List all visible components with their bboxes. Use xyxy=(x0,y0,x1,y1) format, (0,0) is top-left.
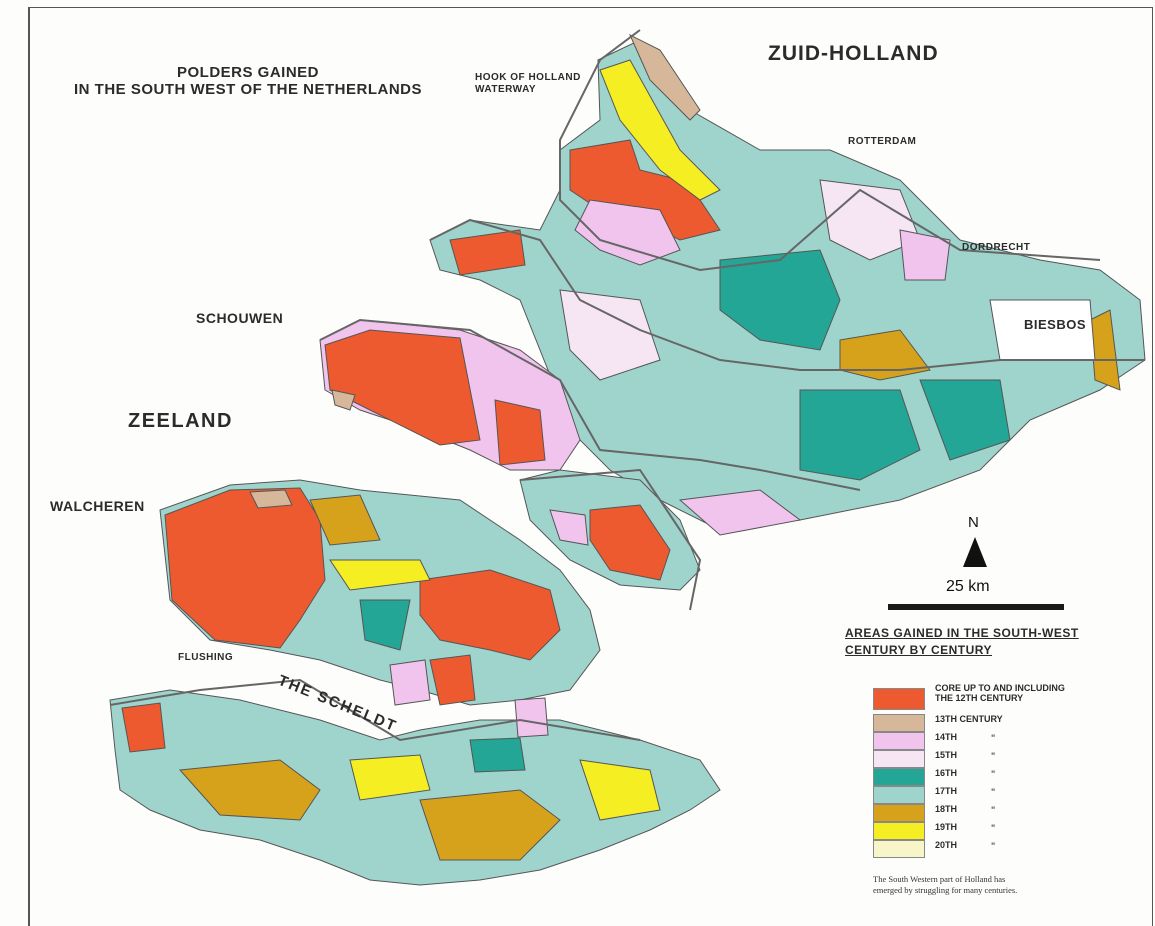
polder-zh-16c xyxy=(919,379,1011,461)
map-title: POLDERS GAINED IN THE SOUTH WEST OF THE … xyxy=(74,64,422,99)
legend-swatch xyxy=(873,822,925,840)
polder-zh-14b xyxy=(899,229,951,281)
polder-zv-14 xyxy=(514,697,549,738)
legend-ditto-mark: " xyxy=(991,841,996,851)
polder-zv-18a xyxy=(178,759,321,821)
place-label-rotterdam: ROTTERDAM xyxy=(848,136,917,147)
legend-ditto-mark: " xyxy=(991,733,996,743)
scale-bar-label: 25 km xyxy=(946,578,990,595)
region-noord-beveland xyxy=(519,469,701,591)
region-zeeuws-vlaanderen xyxy=(109,689,721,886)
polder-walcheren-13 xyxy=(249,489,293,509)
legend-swatch xyxy=(873,688,925,710)
dike-line-4 xyxy=(519,468,702,611)
region-schouwen xyxy=(319,319,581,471)
polder-zh-16 xyxy=(719,249,841,351)
region-walcheren xyxy=(159,479,601,706)
polder-zb-core xyxy=(419,569,561,661)
legend-ditto-mark: " xyxy=(991,751,996,761)
polder-zh-15b xyxy=(559,289,661,381)
legend-item: 19TH " xyxy=(873,822,1073,840)
dike-line-5 xyxy=(109,678,641,742)
legend-label: 17TH xyxy=(935,786,958,796)
place-label-biesbos: BIESBOS xyxy=(1024,317,1087,332)
footnote: The South Western part of Holland has em… xyxy=(873,874,1018,896)
legend-label: 19TH xyxy=(935,822,958,832)
legend-ditto-mark: " xyxy=(991,805,996,815)
polder-zv-19a xyxy=(349,754,431,801)
legend-item: 15TH " xyxy=(873,750,1073,768)
place-label-schouwen: SCHOUWEN xyxy=(196,310,284,326)
scale-bar xyxy=(888,604,1064,610)
polder-zh-18 xyxy=(839,329,931,381)
polder-schouwen-core-b xyxy=(494,399,546,466)
top-border xyxy=(28,7,1153,8)
polder-zv-18b xyxy=(419,789,561,861)
legend-swatch xyxy=(873,768,925,786)
place-label-flushing: FLUSHING xyxy=(178,652,234,663)
legend-swatch xyxy=(873,840,925,858)
place-label-walcheren: WALCHEREN xyxy=(50,498,145,514)
polder-zb-19 xyxy=(329,559,431,591)
legend-item: 14TH " xyxy=(873,732,1073,750)
legend-item: 18TH " xyxy=(873,804,1073,822)
legend-swatch xyxy=(873,786,925,804)
legend-swatch xyxy=(873,750,925,768)
legend-title-text: AREAS GAINED IN THE SOUTH-WEST CENTURY B… xyxy=(845,626,1079,658)
legend-item: 13TH CENTURY xyxy=(873,714,1073,732)
polder-schouwen-core xyxy=(324,329,481,446)
polder-zb-14 xyxy=(389,659,431,706)
dike-line-2 xyxy=(429,218,1145,371)
polder-zh-14c xyxy=(678,489,802,536)
legend-label: 20TH xyxy=(935,840,958,850)
legend-item: CORE UP TO AND INCLUDING THE 12TH CENTUR… xyxy=(873,683,1073,714)
legend-item: 16TH " xyxy=(873,768,1073,786)
legend-label: 18TH xyxy=(935,804,958,814)
north-arrow-label: N xyxy=(968,514,979,531)
polder-zb-18 xyxy=(309,494,381,546)
legend-item: 17TH " xyxy=(873,786,1073,804)
polder-middle-14 xyxy=(549,509,589,546)
place-label-dordrecht: DORDRECHT xyxy=(962,242,1031,253)
legend-swatch xyxy=(873,732,925,750)
legend-label: 16TH xyxy=(935,768,958,778)
right-border xyxy=(1152,7,1153,926)
legend-label: 13TH CENTURY xyxy=(935,714,1003,724)
legend-swatch xyxy=(873,804,925,822)
legend-label: 14TH xyxy=(935,732,958,742)
region-zuid-holland xyxy=(429,33,1146,536)
legend-title: AREAS GAINED IN THE SOUTH-WEST CENTURY B… xyxy=(845,625,1079,660)
dike-line-1 xyxy=(559,29,1101,272)
polder-zv-19b xyxy=(579,759,661,821)
polder-zb-16 xyxy=(359,599,411,651)
place-label-zeeland: ZEELAND xyxy=(128,410,233,432)
polder-zv-core xyxy=(121,702,166,753)
polder-zh-13 xyxy=(628,33,701,121)
polder-zh-core-small xyxy=(449,229,526,276)
polder-zv-16 xyxy=(469,737,526,773)
north-arrow-icon xyxy=(963,537,987,567)
legend-label: CORE UP TO AND INCLUDING THE 12TH CENTUR… xyxy=(935,683,1065,703)
legend-ditto-mark: " xyxy=(991,823,996,833)
legend-item: 20TH " xyxy=(873,840,1073,858)
legend-ditto-mark: " xyxy=(991,787,996,797)
dike-lines xyxy=(109,29,1145,742)
polder-zh-16b xyxy=(799,389,921,481)
polder-zb-core-b xyxy=(429,654,476,706)
polder-walcheren-core xyxy=(164,487,326,649)
dike-line-3 xyxy=(319,318,861,491)
left-border xyxy=(28,7,30,926)
legend: CORE UP TO AND INCLUDING THE 12TH CENTUR… xyxy=(873,683,1073,858)
polder-zh-14 xyxy=(574,199,681,266)
polder-zh-19 xyxy=(599,59,721,201)
polder-schouwen-13 xyxy=(331,389,356,411)
polder-middle-core xyxy=(589,504,671,581)
legend-swatch xyxy=(873,714,925,732)
place-label-zuid-holland: ZUID-HOLLAND xyxy=(768,42,939,65)
place-label-hook-of-holland: HOOK OF HOLLAND WATERWAY xyxy=(475,72,581,95)
legend-label: 15TH xyxy=(935,750,958,760)
polder-zh-15 xyxy=(819,179,921,261)
legend-ditto-mark: " xyxy=(991,769,996,779)
